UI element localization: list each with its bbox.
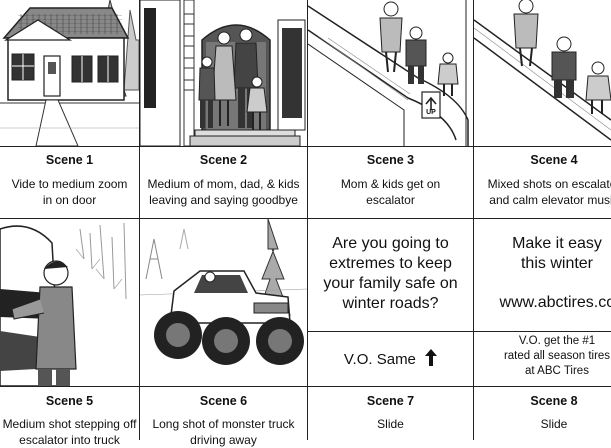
slide-7-vo-text: V.O. Same — [343, 351, 416, 368]
slide-7-vo-row: V.O. Same — [308, 349, 473, 370]
slide-7-headline-line-4: winter roads? — [342, 295, 439, 312]
scene-7-desc: Slide — [377, 417, 404, 431]
scene-1-illustration — [0, 0, 139, 146]
slide-7-headline-line-2: extremes to keep — [329, 255, 452, 272]
scene-8-title: Scene 8 — [530, 394, 578, 408]
row-divider-middle — [0, 218, 611, 219]
slide-8-vo-line-2: rated all season tires — [503, 350, 611, 362]
slide-divider — [307, 331, 611, 332]
scene-5-illustration — [0, 219, 139, 386]
scene-2-desc-line-2: leaving and saying goodbye — [149, 193, 298, 207]
scene-3-desc-line-2: escalator — [366, 193, 415, 207]
scene-1-desc-line-2: in on door — [42, 193, 97, 207]
slide-8-vo-line-1: V.O. get the #1 — [518, 335, 596, 347]
slide-8-url: www.abctires.com — [499, 294, 611, 311]
scene-8-desc: Slide — [540, 417, 568, 431]
slide-8-headline-line-2: this winter — [520, 255, 594, 272]
scene-2-desc-line-1: Medium of mom, dad, & kids — [147, 177, 300, 191]
col-divider-1 — [139, 0, 140, 440]
col-divider-2 — [307, 0, 308, 440]
col-divider-3 — [473, 0, 474, 440]
scene-3-desc-line-1: Mom & kids get on — [340, 177, 441, 191]
scene-4-title: Scene 4 — [530, 153, 578, 167]
scene-6-title: Scene 6 — [199, 394, 248, 408]
scene-2-title: Scene 2 — [199, 153, 248, 167]
escalator-up-sign-label: UP — [426, 109, 436, 116]
scene-5-desc-line-2: escalator into truck — [19, 433, 120, 447]
row-divider-bottom — [0, 386, 611, 387]
scene-7-title: Scene 7 — [366, 394, 415, 408]
scene-6-illustration — [140, 219, 307, 386]
up-arrow-icon — [425, 349, 438, 366]
scene-4-illustration — [474, 0, 611, 146]
slide-7-headline-line-1: Are you going to — [332, 235, 449, 252]
scene-5-desc-line-1: Medium shot stepping off — [2, 417, 137, 431]
scene-6-desc-line-1: Long shot of monster truck — [152, 417, 295, 431]
scene-3-illustration: UP — [308, 0, 473, 146]
scene-4-desc-line-1: Mixed shots on escalator — [487, 177, 611, 191]
scene-1-title: Scene 1 — [45, 153, 94, 167]
scene-4-desc-line-2: and calm elevator music — [489, 193, 611, 207]
scene-2-illustration — [140, 0, 307, 146]
scene-3-title: Scene 3 — [366, 153, 415, 167]
scene-6-desc-line-2: driving away — [190, 433, 257, 447]
slide-7-headline-line-3: your family safe on — [323, 275, 458, 292]
slide-8-headline-line-1: Make it easy — [512, 235, 602, 252]
row-divider-top — [0, 146, 611, 147]
scene-5-title: Scene 5 — [45, 394, 94, 408]
scene-1-desc-line-1: Vide to medium zoom — [11, 177, 128, 191]
slide-8-vo-line-3: at ABC Tires — [525, 365, 589, 377]
